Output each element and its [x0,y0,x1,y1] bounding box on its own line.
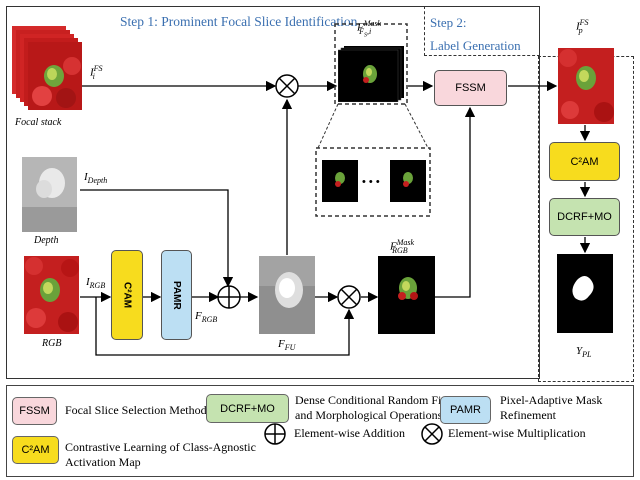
pseudo-label-image [557,254,613,333]
legend-pamr-text-line1: Pixel-Adaptive Mask [500,393,603,407]
multiplication-icon [421,423,443,445]
add-operator [217,285,241,309]
mask-fs-image [338,46,404,102]
legend-dcrf-text-line2: and Morphological Operations [295,408,443,422]
step2-header-frame [424,6,540,56]
mask-fs-frame [334,23,408,105]
c2am-module-right: C²AM [549,142,620,181]
focal-stack-caption: Focal stack [15,117,62,128]
mask-thumb-ellipsis: • • • [362,176,380,188]
depth-label: IDepth [84,171,108,186]
maskrgb-to-fssm-arrow [435,106,476,298]
pamr-module-label: PAMR [171,280,182,310]
legend-dcrf-text-line1: Dense Conditional Random Field [295,393,456,407]
legend-fssm-text: Focal Slice Selection Method [65,403,207,417]
legend [6,385,634,477]
output-label: IFSp [576,18,589,35]
dcrf-module: DCRF+MO [549,198,620,236]
pamr-module: PAMR [161,250,192,340]
focal-stack-label: IFSi [90,64,103,81]
legend-c2am-text-line2: Activation Map [65,455,141,469]
ffu-image [259,256,315,334]
mask-thumb-last [390,160,426,202]
c2am-module-label: C²AM [121,281,133,309]
mask-rgb-label: FMaskRGB [390,238,415,255]
legend-pamr-text-line2: Refinement [500,408,556,422]
fssm-module: FSSM [434,70,507,106]
multiply-operator-top [275,74,299,98]
f-fu-label: FFU [278,338,296,353]
focal-stack-image [12,26,82,110]
step1-title: Step 1: Prominent Focal Slice Identifica… [120,14,358,29]
step2-title-line1: Step 2: [430,15,467,30]
f-rgb-label: FRGB [195,310,218,325]
output-focal-image [558,48,614,124]
rgb-to-mult2-arrow [95,297,355,356]
rgb-caption: RGB [42,338,62,349]
pseudo-label-label: YPL [576,345,592,360]
depth-to-add-arrow [80,189,234,288]
addition-icon [264,423,286,445]
legend-c2am-text-line1: Contrastive Learning of Class-Agnostic [65,440,256,454]
rgb-image [24,256,79,334]
legend-dcrf-tag: DCRF+MO [206,394,289,423]
mask-rgb-image [378,256,435,334]
mask-fs-label: FMaskFS,i [357,19,382,39]
rgb-label: IRGB [86,276,106,291]
legend-add-text: Element-wise Addition [294,426,405,440]
c2am-module: C²AM [111,250,143,340]
legend-pamr-tag: PAMR [440,396,491,424]
legend-c2am-tag: C²AM [12,436,59,464]
step2-title-line2: Label Generation [430,38,521,53]
depth-caption: Depth [34,235,59,246]
depth-image [22,157,77,232]
legend-fssm-tag: FSSM [12,397,57,425]
legend-mul-text: Element-wise Multiplication [448,426,586,440]
mask-thumb-first [322,160,358,202]
mask-stack-detail-frame [315,147,431,217]
step1-frame [6,6,540,379]
multiply-operator-bottom [337,285,361,309]
